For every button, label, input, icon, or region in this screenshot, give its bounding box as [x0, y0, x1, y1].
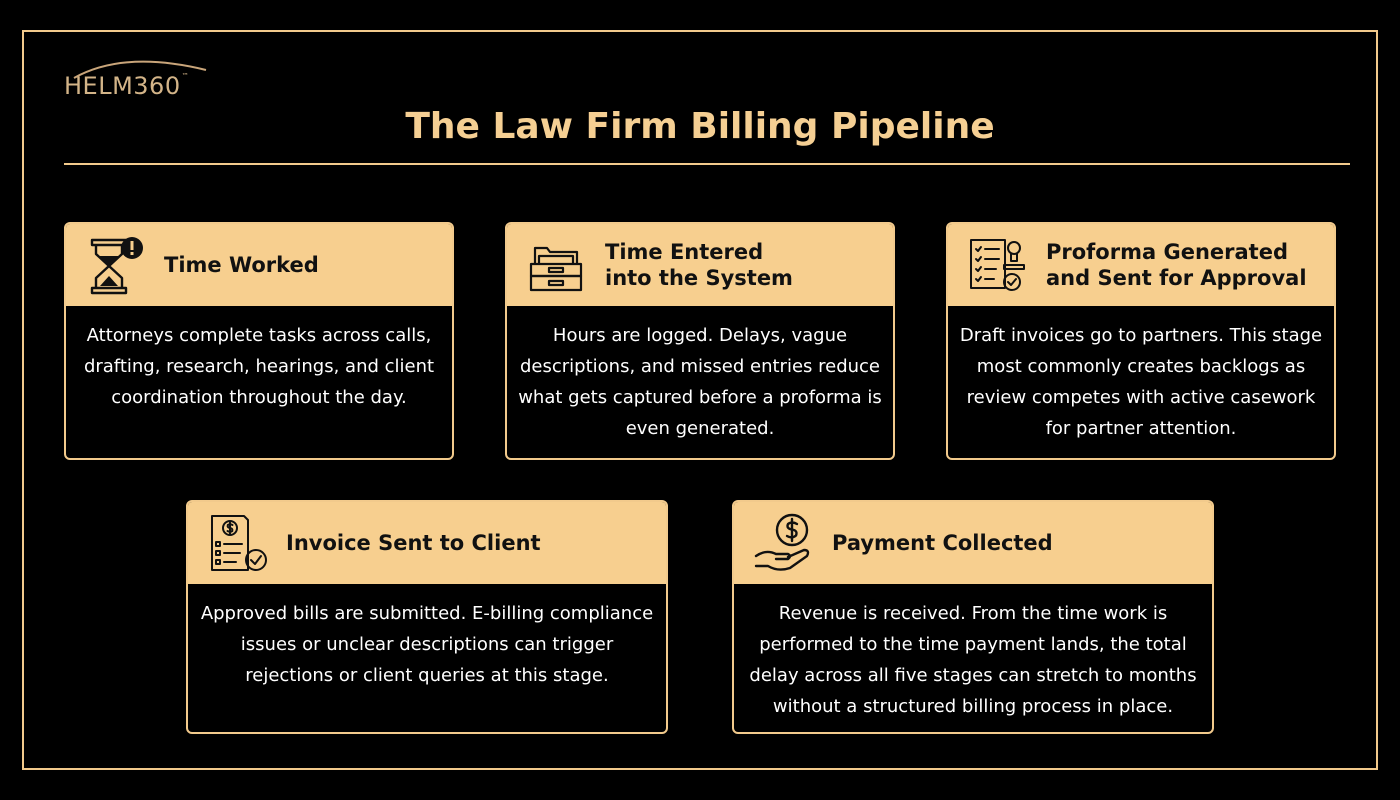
stage-title: Time Worked: [164, 252, 319, 277]
stage-title: Proforma Generated and Sent for Approval: [1046, 239, 1307, 290]
stage-title: Payment Collected: [832, 530, 1053, 555]
logo-arc-icon: [73, 60, 207, 79]
stage-card-proforma: Proforma Generated and Sent for Approval…: [946, 222, 1336, 460]
logo-trademark: ™: [181, 72, 190, 80]
stage-description: Approved bills are submitted. E-billing …: [200, 603, 654, 686]
stage-card-header: Time Entered into the System: [507, 224, 893, 306]
stage-description: Hours are logged. Delays, vague descript…: [518, 325, 882, 439]
stage-description: Attorneys complete tasks across calls, d…: [83, 325, 435, 408]
stage-title: Time Entered into the System: [605, 239, 793, 290]
stage-card-header: Proforma Generated and Sent for Approval: [948, 224, 1334, 306]
stage-title: Invoice Sent to Client: [286, 530, 541, 555]
stage-card-header: Invoice Sent to Client: [188, 502, 666, 584]
hourglass-alert-icon: [90, 237, 143, 295]
stage-card-header: Payment Collected: [734, 502, 1212, 584]
stage-description: Draft invoices go to partners. This stag…: [959, 325, 1323, 439]
helm360-logo: HELM360™: [64, 52, 214, 102]
stage-card-header: Time Worked: [66, 224, 452, 306]
checklist-stamp-icon: [970, 239, 1025, 291]
page-title: The Law Firm Billing Pipeline: [405, 106, 995, 147]
stage-description: Revenue is received. From the time work …: [749, 603, 1197, 717]
hand-dollar-coin-icon: [754, 513, 810, 571]
file-cabinet-icon: [529, 246, 583, 292]
invoice-check-icon: [211, 515, 267, 571]
stage-card-time-entered: Time Entered into the System Hours are l…: [505, 222, 895, 460]
stage-card-payment-collected: Payment Collected Revenue is received. F…: [732, 500, 1214, 734]
stage-card-invoice-sent: Invoice Sent to Client Approved bills ar…: [186, 500, 668, 734]
title-divider: [64, 163, 1350, 165]
stage-card-time-worked: Time Worked Attorneys complete tasks acr…: [64, 222, 454, 460]
infographic-frame: [22, 30, 1378, 770]
logo-wordmark: HELM360: [64, 72, 181, 100]
